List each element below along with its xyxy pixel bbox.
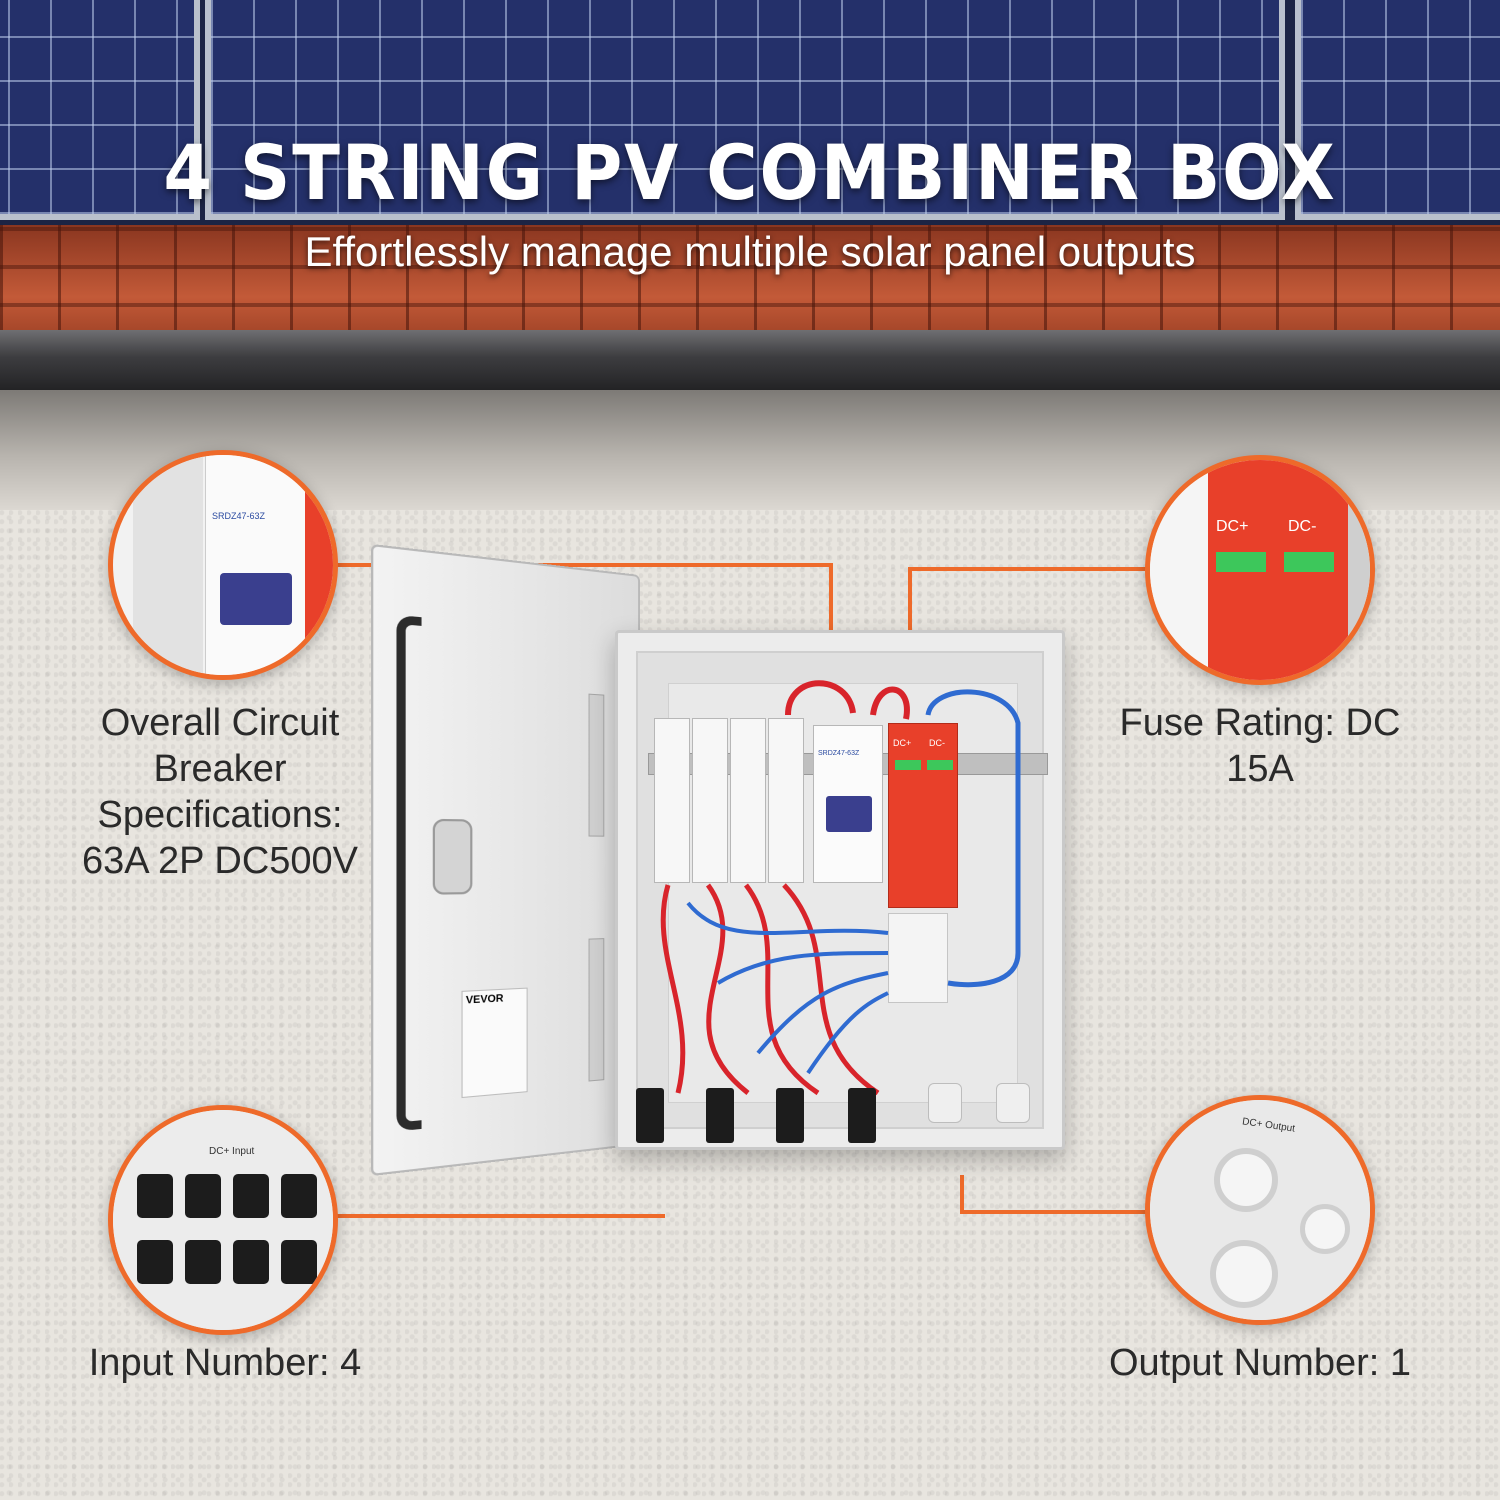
fuse-holder-detail: [133, 455, 203, 675]
mc4-input-connector: [636, 1088, 664, 1143]
headline-title: 4 STRING PV COMBINER BOX: [163, 128, 1337, 217]
combiner-box-enclosure: SRDZ47-63Z DC+ DC-: [615, 630, 1065, 1150]
input-number-label: Input Number: 4: [88, 1342, 362, 1384]
solar-panel-background: [0, 0, 1500, 230]
cable-gland-output: [928, 1083, 962, 1123]
red-wire: [744, 883, 820, 1096]
mc4-input-connector: [776, 1088, 804, 1143]
leader-line-breaker: [335, 563, 833, 567]
solar-panel: [205, 0, 1285, 220]
door-latch-icon: [432, 818, 473, 895]
surge-protector: DC+ DC-: [888, 723, 958, 908]
mc4-connector-detail: [233, 1174, 269, 1218]
fuse-rating-label: Fuse Rating: DC 15A: [1119, 702, 1401, 790]
headline-subtitle: Effortlessly manage multiple solar panel…: [304, 228, 1196, 275]
cable-gland-detail: [1214, 1148, 1278, 1212]
mc4-input-connector: [848, 1088, 876, 1143]
door-hinge: [588, 938, 605, 1082]
cable-gland-output: [996, 1083, 1030, 1123]
mc4-connector-detail: [281, 1174, 317, 1218]
red-wire: [782, 883, 880, 1096]
specification-label: VEVOR: [461, 987, 528, 1099]
spd-detail-positive: DC+: [1216, 518, 1249, 535]
door-gasket: [396, 614, 422, 1132]
spd-detail-window: [1216, 552, 1266, 572]
input-detail-text: DC+ Input: [209, 1146, 255, 1157]
output-detail-callout: DC+ Output: [1145, 1095, 1375, 1325]
cable-gland-detail: [1210, 1240, 1278, 1308]
mc4-connector-detail: [137, 1174, 173, 1218]
breaker-detail: SRDZ47-63Z: [205, 455, 305, 675]
blue-wire: [686, 901, 889, 935]
circuit-breaker: SRDZ47-63Z: [813, 725, 883, 883]
rain-gutter: [0, 330, 1500, 390]
blue-wire: [716, 951, 889, 985]
red-wire: [660, 884, 686, 1094]
red-wire: [870, 686, 910, 720]
cable-gland-detail: [1300, 1204, 1350, 1254]
blue-wire: [806, 991, 889, 1075]
breaker-model-label: SRDZ47-63Z: [818, 750, 860, 757]
spd-indicator-window: [895, 760, 921, 770]
leader-line-fuse: [908, 567, 1158, 571]
mc4-connector-detail: [281, 1240, 317, 1284]
mc4-connector-detail: [185, 1174, 221, 1218]
breaker-handle: [826, 796, 872, 832]
breaker-edge-detail: [1150, 460, 1208, 680]
fuse-holder: [730, 718, 766, 883]
spd-detail: DC+ DC-: [1208, 460, 1348, 680]
spd-edge-detail: [305, 455, 333, 675]
breaker-handle-detail: [220, 573, 292, 625]
door-hinge: [588, 693, 605, 837]
mc4-connector-detail: [233, 1240, 269, 1284]
enclosure-interior: SRDZ47-63Z DC+ DC-: [636, 651, 1048, 1129]
spd-indicator-window: [927, 760, 953, 770]
enclosure-bottom-detail: [113, 1110, 333, 1330]
leader-line-input: [330, 1214, 665, 1218]
din-rail-detail: [1348, 460, 1370, 680]
breaker-detail-callout: SRDZ47-63Z: [108, 450, 338, 680]
spd-detail-negative: DC-: [1288, 518, 1317, 535]
spd-label-negative: DC-: [929, 738, 945, 748]
mc4-connector-detail: [185, 1240, 221, 1284]
input-detail-callout: DC+ Input: [108, 1105, 338, 1335]
wiring: [660, 680, 1021, 1096]
spd-detail-window: [1284, 552, 1334, 572]
breaker-detail-model: SRDZ47-63Z: [212, 511, 266, 521]
fuse-holder: [768, 718, 804, 883]
brand-label: VEVOR: [465, 992, 504, 1007]
output-number-label: Output Number: 1: [1108, 1342, 1412, 1384]
breaker-spec-label: Overall Circuit Breaker Specifications: …: [81, 702, 359, 882]
enclosure-door: VEVOR: [370, 543, 640, 1177]
leader-line-output: [960, 1210, 1160, 1214]
red-wire: [785, 680, 856, 716]
red-wire: [705, 883, 750, 1095]
spd-detail-callout: DC+ DC-: [1145, 455, 1375, 685]
fuse-holder: [692, 718, 728, 883]
mc4-input-connector: [706, 1088, 734, 1143]
blue-wire: [925, 689, 1021, 988]
solar-panel: [1295, 0, 1500, 220]
mc4-connector-detail: [137, 1240, 173, 1284]
solar-panel: [0, 0, 200, 220]
blue-wire: [756, 971, 889, 1055]
terminal-block: [888, 913, 948, 1003]
leader-line-output: [960, 1175, 964, 1213]
spd-label-positive: DC+: [893, 738, 912, 748]
roof-tiles: [0, 225, 1500, 345]
fuse-holder: [654, 718, 690, 883]
